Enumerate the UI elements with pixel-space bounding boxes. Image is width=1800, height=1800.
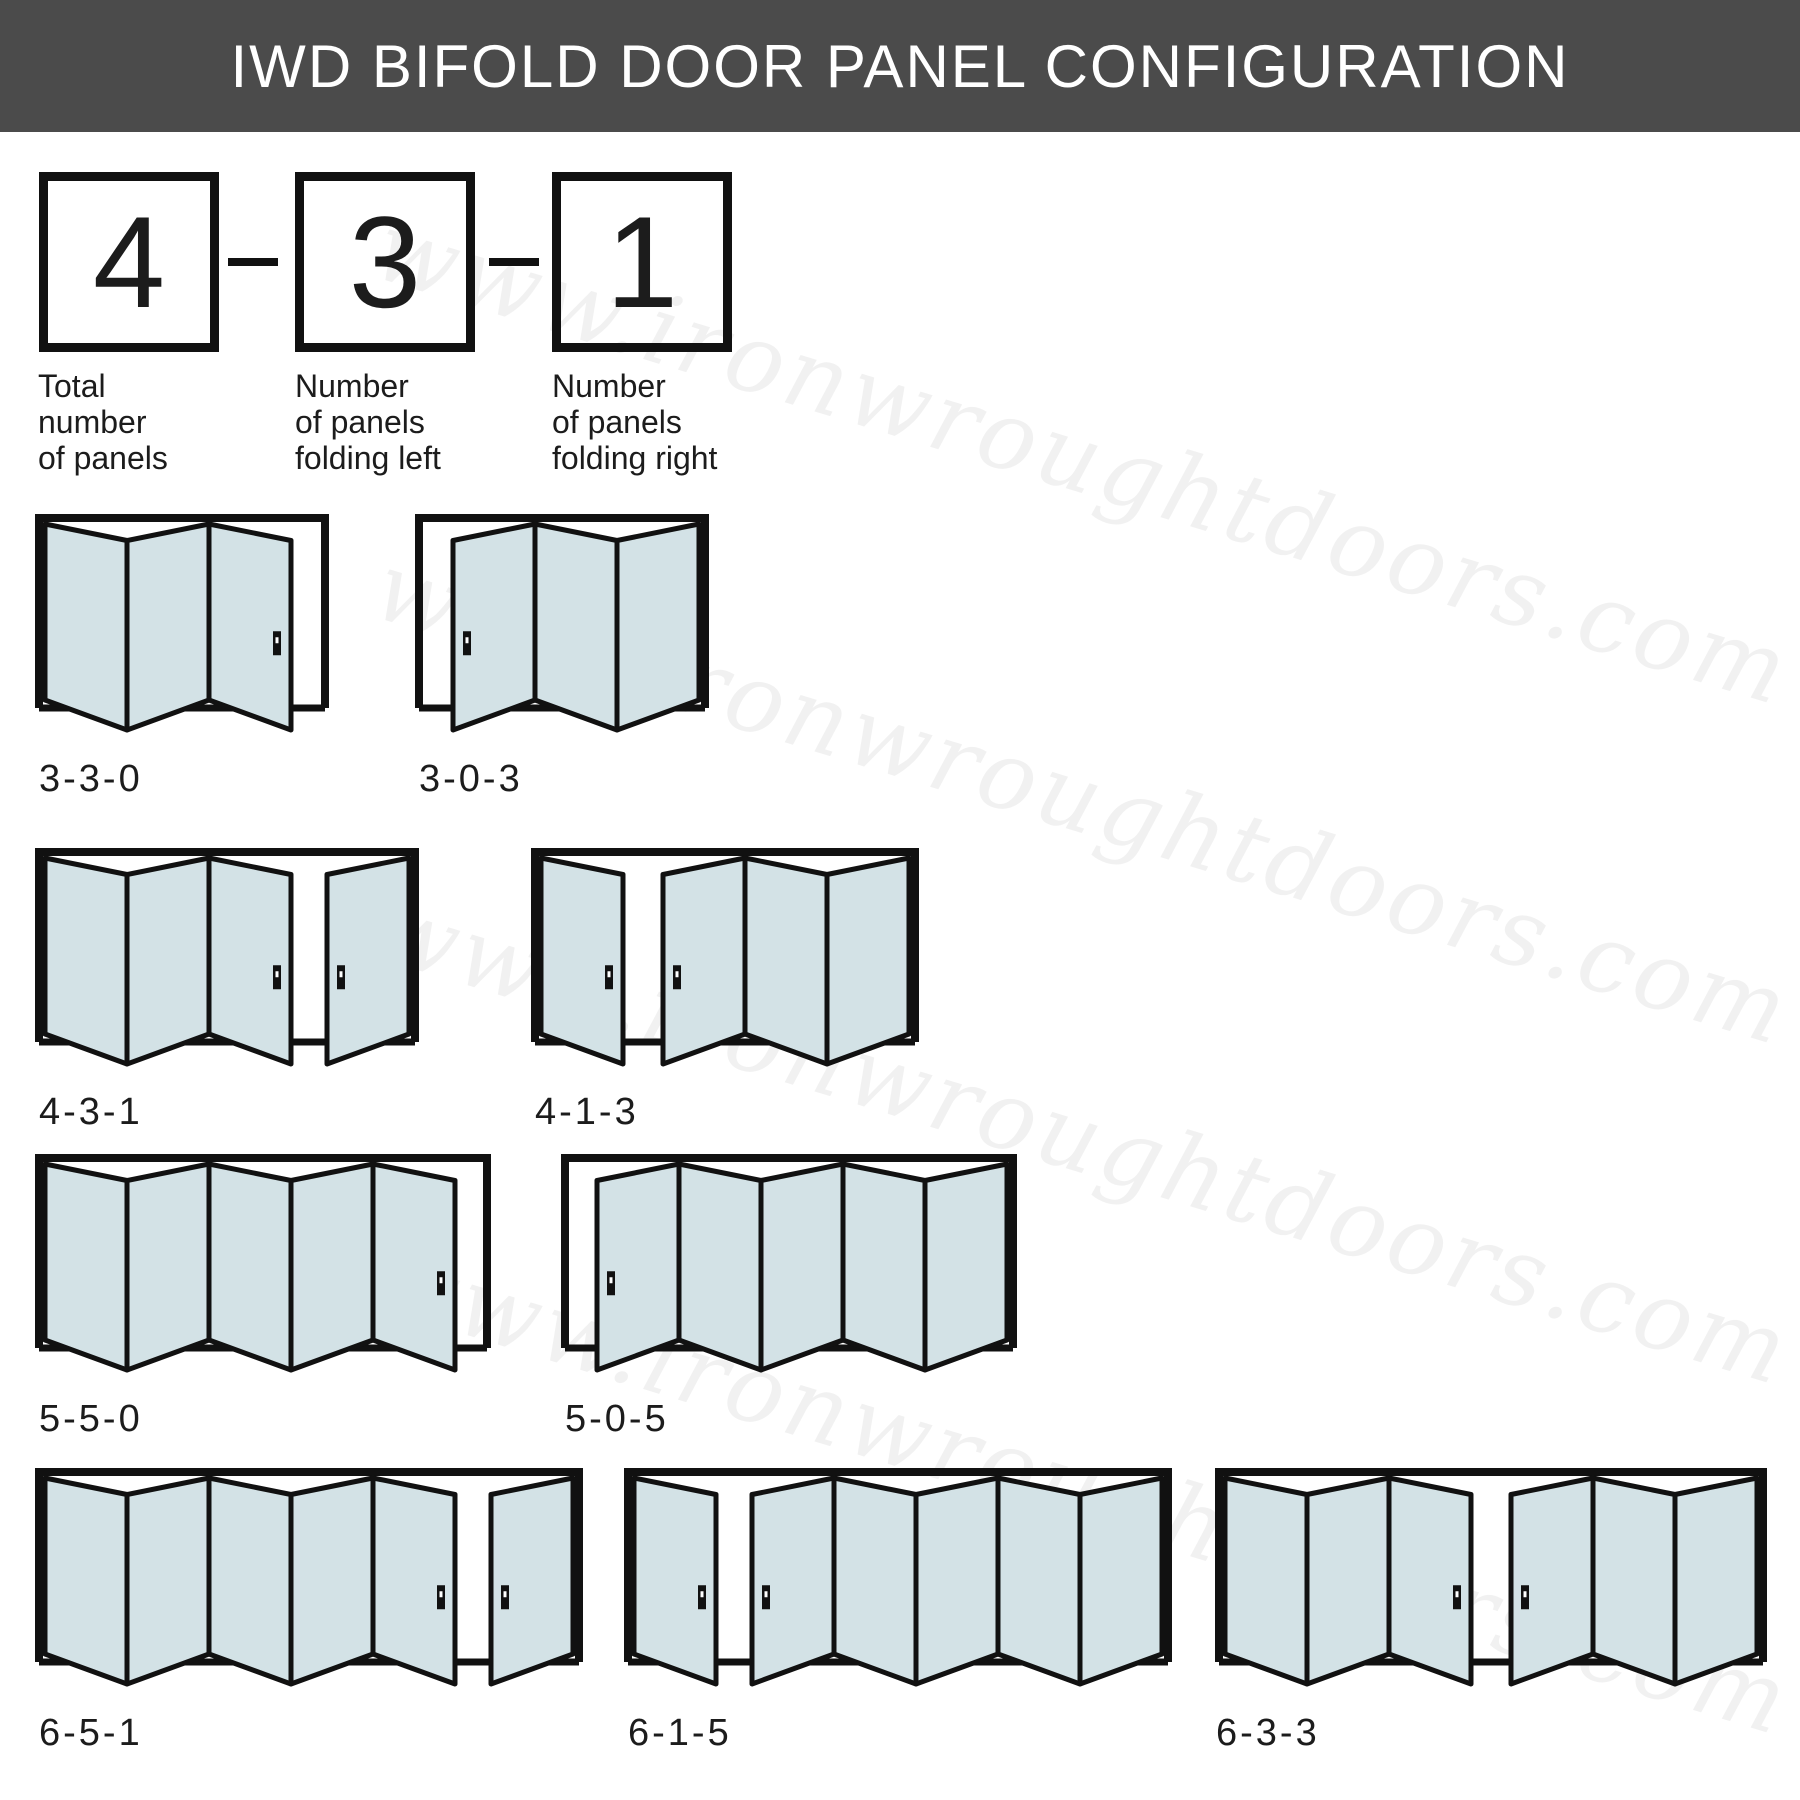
door-handle-keyhole [275, 971, 279, 978]
door-panel [324, 855, 412, 1067]
door-handle-keyhole [609, 1277, 613, 1284]
door-handle-keyhole [607, 971, 611, 978]
door-handle-keyhole [439, 1277, 443, 1284]
door-handle-keyhole [503, 1591, 507, 1598]
door-panel [206, 521, 294, 733]
right-panels-description: Number of panels folding right [552, 368, 718, 476]
door-panel [1672, 1475, 1760, 1687]
door-handle-keyhole [439, 1591, 443, 1598]
config-label: 3-3-0 [39, 758, 143, 800]
door-handle-keyhole [1455, 1591, 1459, 1598]
door-panel [1222, 1475, 1310, 1687]
door-panel [660, 855, 748, 1067]
door-handle-keyhole [764, 1591, 768, 1598]
right-panels-digit-box: 1 [552, 172, 732, 352]
config-label: 4-1-3 [535, 1091, 639, 1133]
door-panel [594, 1161, 682, 1373]
door-panel [749, 1475, 837, 1687]
door-panel [488, 1475, 576, 1687]
door-frame [415, 514, 709, 708]
door-handle-keyhole [339, 971, 343, 978]
config-label: 6-5-1 [39, 1712, 143, 1754]
door-panel [538, 855, 626, 1067]
door-frame [35, 1154, 491, 1348]
door-handle-keyhole [1523, 1591, 1527, 1598]
door-panel [1508, 1475, 1596, 1687]
door-panel [450, 521, 538, 733]
door-handle-keyhole [275, 637, 279, 644]
door-panel [1590, 1475, 1678, 1687]
door-frame [35, 1468, 583, 1662]
door-panel [370, 1161, 458, 1373]
door-frame [1215, 1468, 1767, 1662]
config-label: 6-3-3 [1216, 1712, 1320, 1754]
config-label: 6-1-5 [628, 1712, 732, 1754]
door-panel [631, 1475, 719, 1687]
door-frame [624, 1468, 1172, 1662]
config-label: 5-5-0 [39, 1398, 143, 1440]
left-panels-digit-box: 3 [295, 172, 475, 352]
header-bar: IWD BIFOLD DOOR PANEL CONFIGURATION [0, 0, 1800, 132]
config-label: 3-0-3 [419, 758, 523, 800]
door-frame [35, 848, 419, 1042]
door-handle-keyhole [700, 1591, 704, 1598]
total-panels-digit-box: 4 [39, 172, 219, 352]
door-panel [1304, 1475, 1392, 1687]
total-panels-description: Total number of panels [38, 368, 168, 476]
door-frame [561, 1154, 1017, 1348]
digit-separator-dash [228, 258, 278, 266]
door-handle-keyhole [675, 971, 679, 978]
door-handle-keyhole [465, 637, 469, 644]
config-label: 5-0-5 [565, 1398, 669, 1440]
door-panel [1386, 1475, 1474, 1687]
door-panel [206, 855, 294, 1067]
door-frame [531, 848, 919, 1042]
door-frame [35, 514, 329, 708]
config-label: 4-3-1 [39, 1091, 143, 1133]
left-panels-description: Number of panels folding left [295, 368, 441, 476]
door-panel [370, 1475, 458, 1687]
page-title: IWD BIFOLD DOOR PANEL CONFIGURATION [230, 32, 1570, 100]
digit-separator-dash [489, 258, 539, 266]
